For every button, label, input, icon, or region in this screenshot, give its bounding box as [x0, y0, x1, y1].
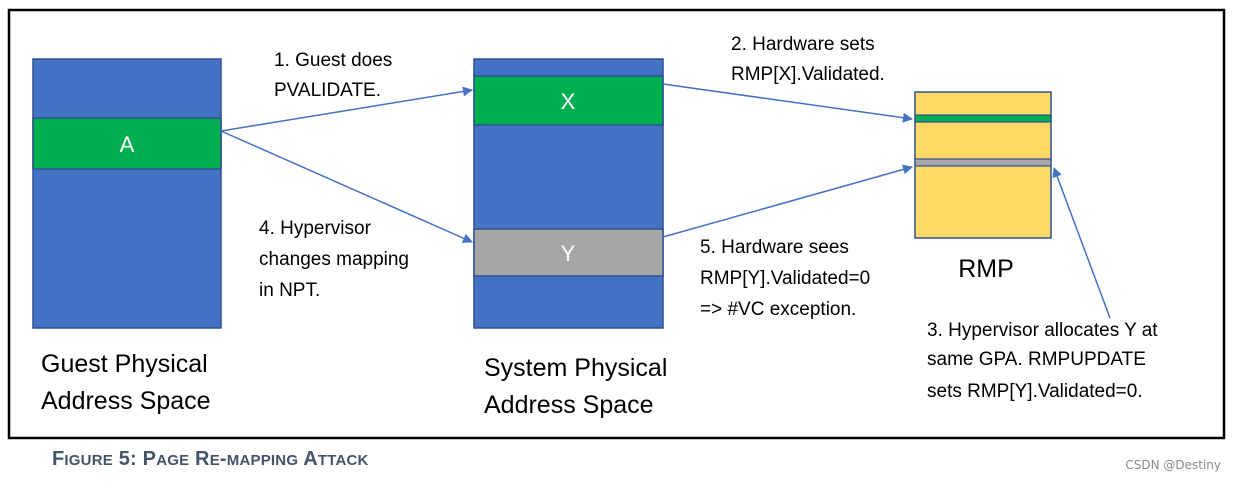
step-4-line-3: in NPT. [259, 280, 320, 301]
step-4-line-1: 4. Hypervisor [259, 218, 372, 239]
step-4-line-2: changes mapping [259, 249, 409, 270]
step-5-line-3: => #VC exception. [700, 299, 856, 320]
guest-page-a-label: A [120, 132, 135, 157]
caption-part: - [219, 448, 227, 470]
caption-part: TTACK [317, 452, 369, 469]
rmp-entry-y [914, 158, 1052, 167]
guest-address-space-block [32, 58, 222, 329]
guest-address-space-label: Guest Physical Address Space [41, 350, 215, 415]
step-1-line-1: 1. Guest does [274, 50, 392, 71]
caption-part: AGE [156, 452, 190, 469]
system-page-y-label: Y [561, 241, 576, 266]
step-3-text: 3. Hypervisor allocates Y at same GPA. R… [927, 320, 1163, 402]
step-1-line-2: PVALIDATE. [274, 80, 381, 101]
watermark: CSDN @Destiny [1125, 458, 1221, 472]
caption-part: A [298, 448, 318, 470]
arrow-remap [220, 130, 473, 243]
caption-part: MAPPING [226, 452, 299, 469]
system-page-y [473, 228, 664, 277]
step-4-text: 4. Hypervisor changes mapping in NPT. [259, 218, 414, 301]
step-2-line-2: RMP[X].Validated. [731, 64, 885, 85]
step-3-line-2: same GPA. RMPUPDATE [927, 349, 1146, 370]
step-3-line-1: 3. Hypervisor allocates Y at [927, 320, 1158, 341]
step-5-line-1: 5. Hardware sees [700, 237, 849, 258]
caption-part: R [189, 448, 210, 470]
step-2-text: 2. Hardware sets RMP[X].Validated. [731, 34, 885, 85]
guest-label-line-1: Guest Physical [41, 350, 208, 378]
figure-caption: FIGURE 5: PAGE RE-MAPPING ATTACK [52, 448, 369, 471]
step-5-text: 5. Hardware sees RMP[Y].Validated=0 => #… [700, 237, 876, 320]
caption-part: E [209, 452, 220, 469]
system-label-line-1: System Physical [484, 354, 667, 382]
caption-part: 5: P [112, 448, 157, 470]
rmp-entry-x [914, 114, 1052, 123]
rmp-label: RMP [958, 255, 1014, 283]
arrow-rmpupdate [1052, 167, 1111, 319]
caption-part: F [52, 448, 65, 470]
guest-page-a [32, 117, 222, 170]
step-3-line-3: sets RMP[Y].Validated=0. [927, 381, 1143, 402]
caption-part: IGURE [64, 452, 113, 469]
guest-label-line-2: Address Space [41, 387, 211, 415]
system-page-x [473, 75, 664, 126]
arrow-check-validated [662, 164, 913, 238]
step-1-text: 1. Guest does PVALIDATE. [274, 50, 398, 101]
arrow-set-validated [662, 83, 913, 123]
step-2-line-1: 2. Hardware sets [731, 34, 875, 55]
system-label-line-2: Address Space [484, 391, 654, 419]
arrow-pvalidate [220, 86, 473, 132]
system-address-space-label: System Physical Address Space [484, 354, 674, 419]
system-page-x-label: X [561, 89, 576, 114]
step-5-line-2: RMP[Y].Validated=0 [700, 268, 870, 289]
